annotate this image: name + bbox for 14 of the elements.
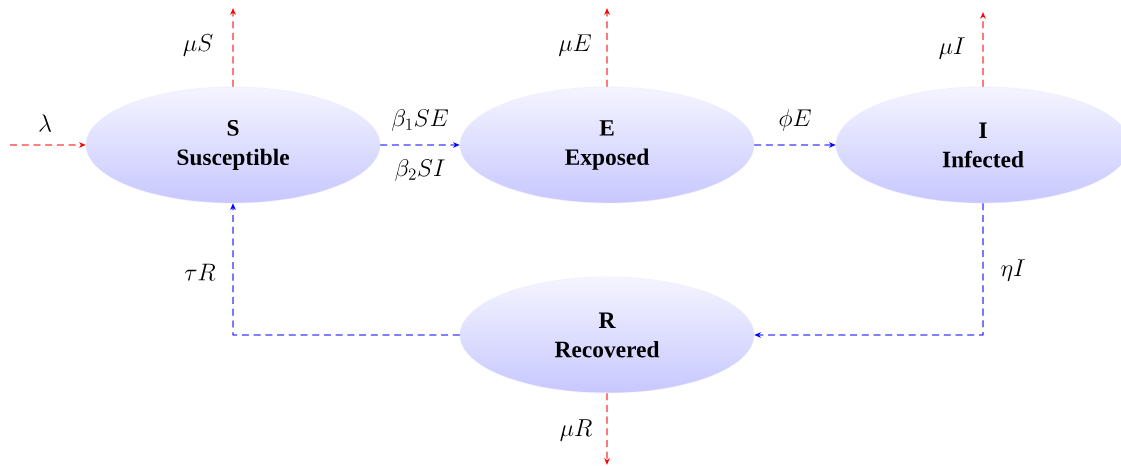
arrow — [604, 392, 610, 465]
edge-label: $\phi E$ — [779, 109, 811, 132]
rate-label: $\beta_2 SI$ — [395, 158, 445, 181]
edge-label: $\mu S$ — [183, 33, 213, 57]
edge-label: $\tau R$ — [184, 263, 216, 281]
edge-label: $\mu I$ — [939, 37, 965, 60]
arrow — [230, 8, 236, 88]
edge-label: $\eta I$ — [1001, 259, 1025, 282]
arrow — [980, 12, 986, 88]
arrow — [604, 8, 610, 88]
edge-label: $\mu E$ — [559, 34, 591, 57]
edge-label: $\lambda$ — [39, 114, 52, 132]
edge-label: $\beta_1 SE$ — [392, 108, 448, 131]
edge-label: $\mu R$ — [560, 419, 592, 442]
